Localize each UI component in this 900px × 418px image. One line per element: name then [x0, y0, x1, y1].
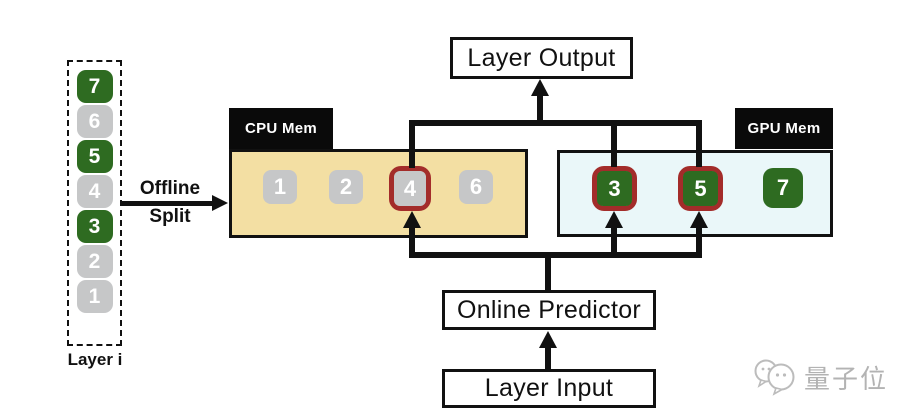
gpu-block-3-highlight-ring: 3: [592, 166, 637, 211]
gpu-block-5-highlight-ring: 5: [678, 166, 723, 211]
cpu-block-2: 2: [329, 170, 363, 204]
stack-block-2: 2: [76, 245, 113, 278]
layer-output-box: Layer Output: [450, 37, 633, 79]
offline-split-arrow-line: [122, 201, 214, 206]
stack-block-5: 5: [76, 140, 113, 173]
arrow-line-to-block5: [696, 227, 702, 257]
stack-block-7: 7: [76, 70, 113, 103]
input-arrow-line: [545, 348, 551, 370]
online-predictor-box: Online Predictor: [442, 290, 656, 330]
arrow-line-to-block3: [611, 227, 617, 257]
offline-split-label-line1: Offline: [139, 178, 201, 199]
arrow-line-to-block4: [409, 227, 415, 257]
gpu-block-3: 3: [597, 171, 632, 206]
cpu-block-1: 1: [263, 170, 297, 204]
stack-block-6: 6: [76, 105, 113, 138]
cpu-block-6: 6: [459, 170, 493, 204]
stack-block-1: 1: [76, 280, 113, 313]
drop-from-predictor: [545, 256, 551, 291]
gpu-block-5: 5: [683, 171, 718, 206]
cpu-block-4-highlight-ring: 4: [389, 166, 431, 211]
layer-stack: 7 6 5 4 3 2 1: [67, 60, 122, 346]
bus-drop-to-block4: [409, 120, 415, 168]
cpu-block-4: 4: [394, 171, 426, 206]
layer-input-box: Layer Input: [442, 369, 656, 408]
block3-arrowhead: [605, 211, 623, 228]
gpu-block-7: 7: [763, 168, 803, 208]
output-bus-line: [409, 120, 702, 126]
gpu-mem-tab: GPU Mem: [735, 108, 833, 149]
predictor-bus-line: [409, 252, 702, 258]
layer-output-arrowhead: [531, 79, 549, 96]
cpu-mem-tab: CPU Mem: [229, 108, 333, 149]
riser-to-layer-output: [537, 95, 543, 126]
bus-drop-to-block3: [611, 120, 617, 167]
offline-split-label-line2: Split: [149, 206, 191, 227]
stack-block-4: 4: [76, 175, 113, 208]
block5-arrowhead: [690, 211, 708, 228]
predictor-arrowhead: [539, 331, 557, 348]
offline-split-arrowhead: [212, 195, 228, 211]
block4-arrowhead: [403, 211, 421, 228]
watermark: 量子位: [752, 356, 888, 398]
qbitai-logo-icon: [754, 359, 795, 396]
bus-drop-to-block5: [696, 120, 702, 167]
stack-block-3: 3: [76, 210, 113, 243]
layer-i-caption: Layer i: [67, 350, 123, 369]
watermark-text: 量子位: [804, 363, 889, 394]
